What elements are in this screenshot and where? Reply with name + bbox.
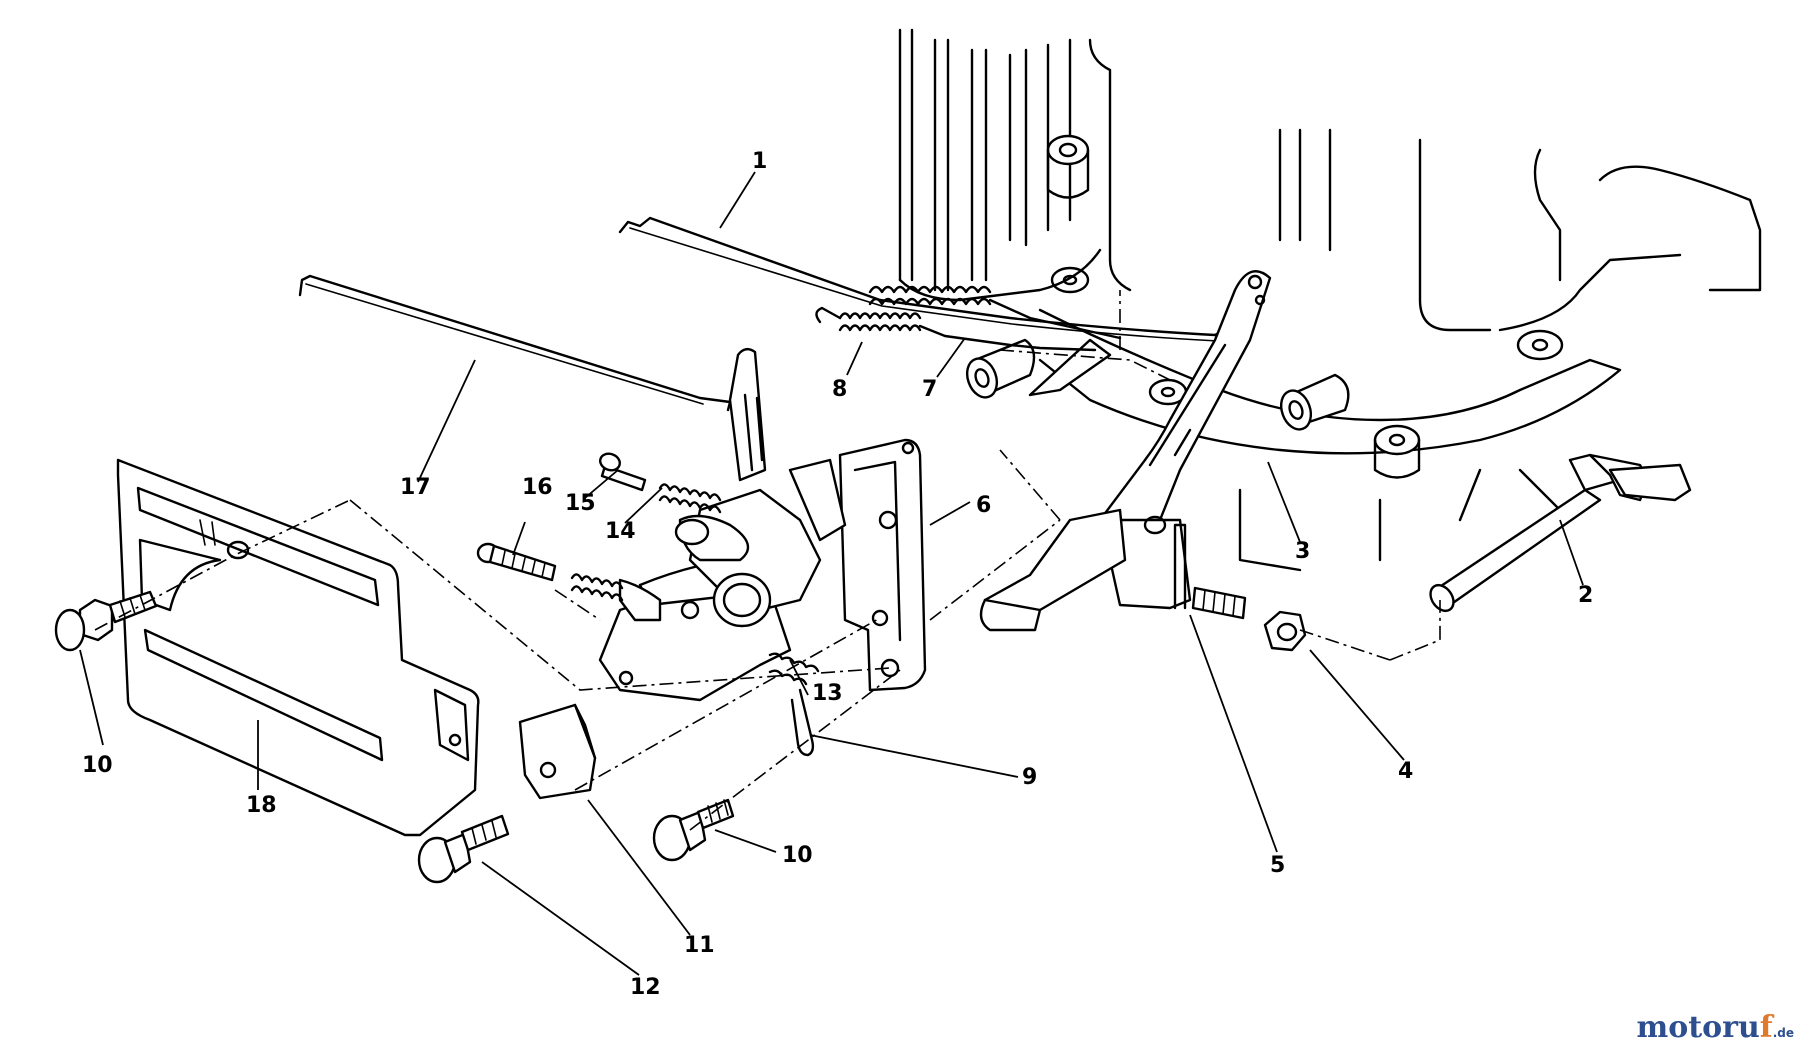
callout-16: 16	[522, 475, 553, 500]
callout-6: 6	[976, 493, 991, 518]
callout-4: 4	[1398, 759, 1413, 784]
assembly-lines	[94, 290, 1441, 831]
callout-17: 17	[400, 475, 431, 500]
callout-14: 14	[605, 519, 636, 544]
callout-9: 9	[1022, 765, 1037, 790]
callout-11: 11	[684, 933, 715, 958]
callout-7: 7	[922, 377, 937, 402]
callout-1: 1	[752, 149, 767, 174]
callout-13: 13	[812, 681, 843, 706]
governor-shaft	[1429, 453, 1692, 613]
watermark-accent: f	[1759, 1010, 1773, 1045]
flange-bolt-10-right	[652, 798, 735, 862]
callout-8: 8	[832, 377, 847, 402]
callouts: 1 2 3 4 5 6 7 8 9 10 10 11 12 13 14 15 1…	[82, 149, 1593, 1000]
callout-3: 3	[1295, 539, 1310, 564]
callout-5: 5	[1270, 853, 1285, 878]
spring-16b	[570, 573, 624, 602]
watermark-main: motoru	[1636, 1010, 1760, 1045]
screw-16	[476, 542, 557, 582]
spring-14	[658, 483, 722, 514]
control-assembly	[598, 347, 847, 757]
callout-10-left: 10	[82, 753, 113, 778]
callout-18: 18	[246, 793, 277, 818]
choke-rod	[298, 274, 732, 412]
callout-12: 12	[630, 975, 661, 1000]
control-bracket	[838, 438, 927, 692]
callout-10-right: 10	[782, 843, 813, 868]
screw-15	[599, 452, 647, 492]
throttle-link-rod	[618, 216, 1247, 342]
watermark-suffix: .de	[1772, 1026, 1794, 1040]
flange-bolt-12	[417, 814, 510, 884]
watermark-logo[interactable]: motoruf.de	[1637, 1010, 1794, 1045]
callout-15: 15	[565, 491, 596, 516]
hex-nut	[1263, 610, 1307, 652]
extension-spring	[815, 306, 1097, 352]
cover-plate-18	[116, 458, 480, 837]
leader-lines	[79, 171, 1584, 976]
bracket-11	[518, 703, 597, 800]
governor-spring	[868, 285, 1122, 340]
callout-2: 2	[1578, 583, 1593, 608]
governor-lever	[979, 270, 1272, 632]
